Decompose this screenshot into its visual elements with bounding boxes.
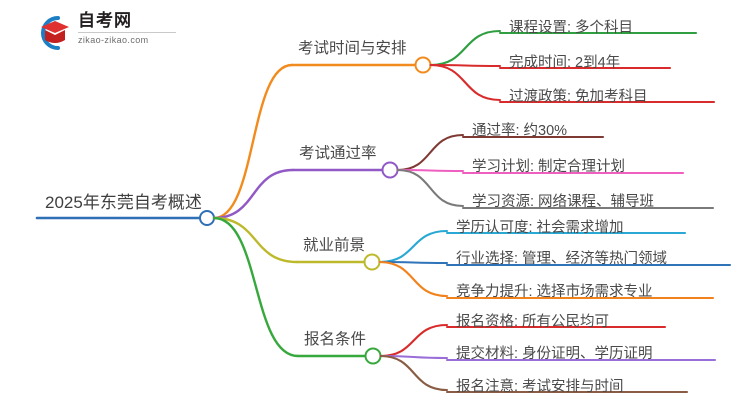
logo-mark-icon <box>41 16 69 50</box>
logo-subtitle: zikao-zikao.com <box>78 35 149 45</box>
root-node-label[interactable]: 2025年东莞自考概述 <box>45 193 202 212</box>
branch-node-1[interactable]: 考试通过率 <box>299 145 377 162</box>
branch-node-3[interactable]: 报名条件 <box>304 331 367 348</box>
branch-hub-1[interactable] <box>381 161 399 179</box>
leaf-node-3-0[interactable]: 报名资格: 所有公民均可 <box>456 314 610 330</box>
branch-hub-3[interactable] <box>364 347 382 365</box>
leaf-node-1-1[interactable]: 学习计划: 制定合理计划 <box>472 159 626 175</box>
logo-title: 自考网 <box>78 11 132 30</box>
logo-text: 自考网 zikao-zikao.com <box>78 10 176 46</box>
leaf-connector-2-1 <box>378 260 449 265</box>
leaf-connector-2-2 <box>378 260 449 298</box>
leaf-connector-3-2 <box>379 354 449 392</box>
leaf-node-2-1[interactable]: 行业选择: 管理、经济等热门领域 <box>456 251 668 267</box>
leaf-node-2-0[interactable]: 学历认可度: 社会需求增加 <box>456 220 624 236</box>
leaf-connector-3-0 <box>379 323 449 358</box>
branch-connector-2 <box>212 216 299 264</box>
root-hub[interactable] <box>199 210 215 226</box>
leaf-node-0-0[interactable]: 课程设置: 多个科目 <box>509 20 634 36</box>
leaf-node-0-2[interactable]: 过渡政策: 免加考科目 <box>509 89 648 105</box>
leaf-node-1-0[interactable]: 通过率: 约30% <box>472 123 568 139</box>
branch-node-0[interactable]: 考试时间与安排 <box>298 40 407 57</box>
branch-hub-2[interactable] <box>363 253 381 271</box>
leaf-node-3-2[interactable]: 报名注意: 考试安排与时间 <box>456 379 624 395</box>
branch-node-2[interactable]: 就业前景 <box>303 237 366 254</box>
site-logo: 自考网 zikao-zikao.com <box>28 8 178 58</box>
branch-connector-1 <box>212 168 295 220</box>
leaf-connector-1-0 <box>396 133 465 172</box>
leaf-connector-0-2 <box>429 63 502 102</box>
logo-divider <box>78 32 176 33</box>
leaf-node-3-1[interactable]: 提交材料: 身份证明、学历证明 <box>456 346 653 362</box>
branch-connector-3 <box>212 216 300 358</box>
branch-connector-0 <box>212 63 294 220</box>
branch-hub-0[interactable] <box>414 56 432 74</box>
leaf-node-1-2[interactable]: 学习资源: 网络课程、辅导班 <box>472 194 655 210</box>
leaf-connector-2-0 <box>378 229 449 264</box>
leaf-node-0-1[interactable]: 完成时间: 2到4年 <box>509 55 621 71</box>
leaf-connector-0-1 <box>429 63 502 68</box>
leaf-node-2-2[interactable]: 竞争力提升: 选择市场需求专业 <box>456 284 653 300</box>
leaf-connector-1-2 <box>396 168 465 208</box>
leaf-connector-0-0 <box>429 29 502 67</box>
leaf-connector-3-1 <box>379 354 449 360</box>
leaf-connector-1-1 <box>396 168 465 173</box>
